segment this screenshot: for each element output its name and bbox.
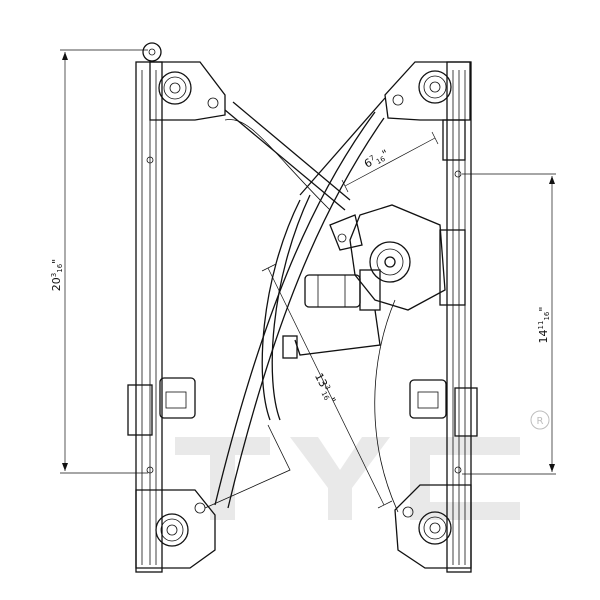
right-guide-rail — [409, 61, 478, 573]
rail-span-dimension: 141116" — [462, 173, 556, 475]
upper-label: 6716" — [362, 147, 391, 171]
top-left-pulley — [149, 61, 226, 121]
left-guide-rail — [127, 42, 196, 573]
registered-mark: R — [537, 416, 544, 427]
overall-height-label: 20316" — [50, 259, 64, 291]
upper-dimension: 6716" — [341, 131, 439, 193]
brand-watermark: R — [175, 410, 550, 520]
top-right-pulley — [384, 61, 471, 121]
cable-assembly — [204, 97, 399, 513]
bottom-left-pulley — [135, 489, 216, 569]
rail-span-label: 141116" — [537, 307, 551, 344]
bottom-right-pulley — [394, 484, 472, 569]
overall-height-dimension: 20316" — [50, 49, 148, 474]
diagonal-label: 13316" — [311, 371, 338, 406]
motor-assembly — [282, 204, 466, 359]
